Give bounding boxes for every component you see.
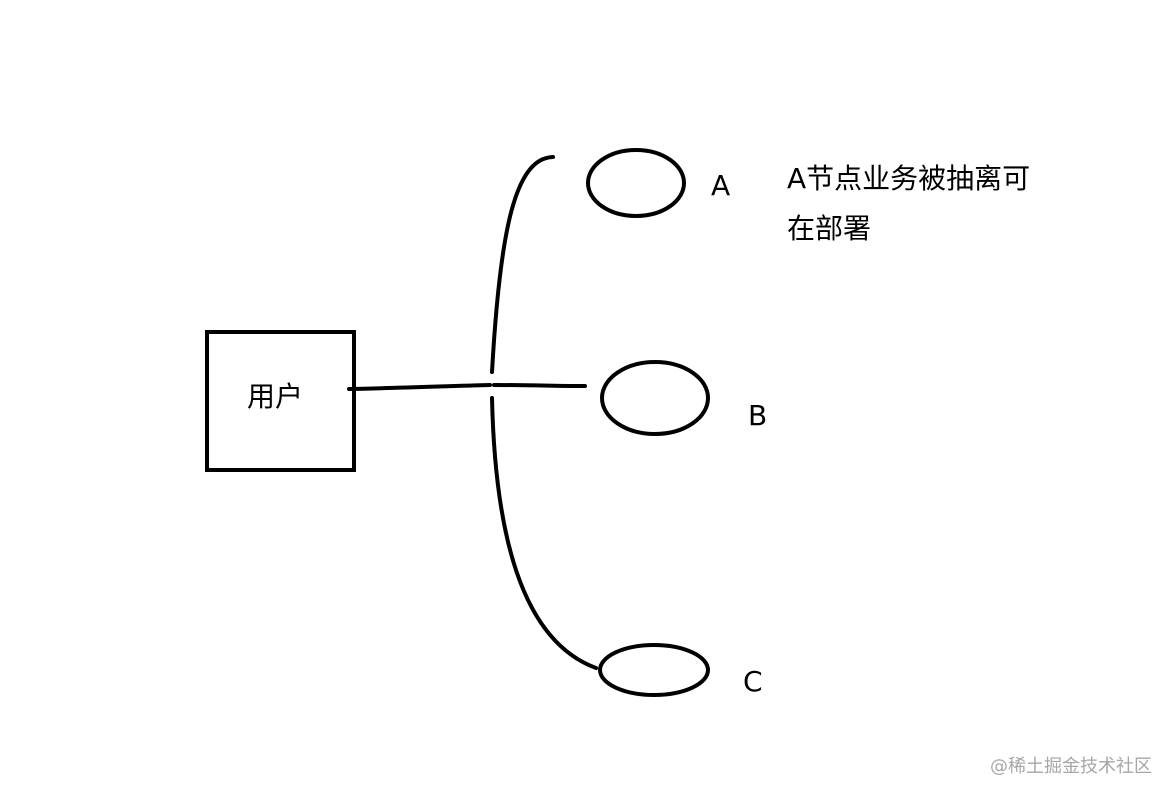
node-b-label: B bbox=[748, 399, 768, 432]
node-a-ellipse bbox=[586, 148, 686, 218]
user-box-label: 用户 bbox=[247, 380, 304, 413]
watermark: @稀土掘金技术社区 bbox=[990, 756, 1152, 777]
user-box bbox=[205, 330, 356, 472]
annotation-line-2: 在部署 bbox=[787, 212, 872, 245]
node-a-label: A bbox=[711, 169, 731, 202]
annotation-line-1: A节点业务被抽离可 bbox=[787, 162, 1031, 195]
annotation-text: A节点业务被抽离可 在部署 bbox=[787, 154, 1030, 254]
branch-line-b bbox=[492, 383, 587, 388]
bracket-curve-lower bbox=[490, 396, 598, 670]
bracket-curve-upper bbox=[490, 155, 555, 374]
user-connector-line bbox=[347, 383, 492, 391]
node-c-label: C bbox=[743, 665, 763, 698]
node-c-ellipse bbox=[598, 643, 710, 697]
node-b-ellipse bbox=[600, 360, 710, 436]
